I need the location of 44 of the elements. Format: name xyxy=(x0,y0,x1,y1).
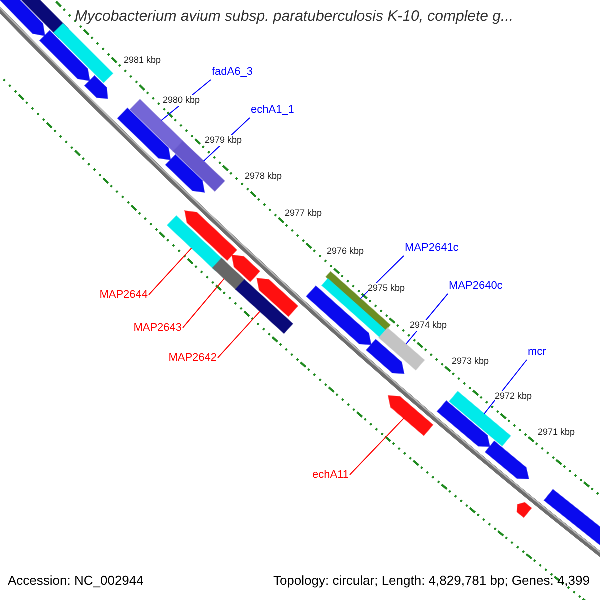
gene-label: echA1_1 xyxy=(251,104,294,117)
gene-segment xyxy=(366,339,405,374)
position-label: 2980 kbp xyxy=(163,95,200,106)
leader-line xyxy=(350,418,404,476)
accession-text: Accession: NC_002944 xyxy=(8,573,144,589)
gene-segment xyxy=(84,75,108,100)
gene-segment xyxy=(516,502,532,518)
gene-segment xyxy=(212,258,246,290)
leader-line xyxy=(148,248,192,296)
position-label: 2974 kbp xyxy=(410,320,448,331)
position-label: 2977 kbp xyxy=(285,208,322,219)
gene-segment xyxy=(39,30,91,82)
position-label: 2973 kbp xyxy=(452,356,490,367)
position-label: 2972 kbp xyxy=(495,391,532,402)
gene-label: echA11 xyxy=(312,469,349,482)
gene-segment xyxy=(484,440,530,480)
leader-line xyxy=(218,311,261,358)
gene-label: MAP2643 xyxy=(134,322,182,335)
gene-segment xyxy=(388,395,434,436)
gene-segment xyxy=(117,108,172,161)
gene-segment xyxy=(436,400,491,448)
position-label: 2981 kbp xyxy=(124,55,162,66)
gene-label: mcr xyxy=(528,346,546,359)
gene-segment xyxy=(53,23,114,84)
gene-label: MAP2642 xyxy=(168,352,217,365)
position-label: 2978 kbp xyxy=(245,171,282,182)
gene-segment xyxy=(256,278,299,318)
position-label: 2975 kbp xyxy=(368,283,406,294)
gene-segment xyxy=(0,0,46,37)
position-label: 2971 kbp xyxy=(538,427,576,438)
gene-label: MAP2644 xyxy=(100,289,148,302)
position-label: 2976 kbp xyxy=(327,246,364,257)
gene-segment xyxy=(165,154,206,193)
gene-label: MAP2641c xyxy=(405,242,459,255)
genome-info-text: Topology: circular; Length: 4,829,781 bp; Genes: 4,399 xyxy=(273,573,590,589)
gene-segment xyxy=(231,254,261,282)
gene-segment xyxy=(235,279,294,334)
gene-label: MAP2640c xyxy=(449,280,503,293)
gene-segment xyxy=(378,328,426,371)
position-label: 2979 kbp xyxy=(205,135,242,146)
gene-segment xyxy=(184,210,238,262)
gene-label: fadA6_3 xyxy=(212,66,253,79)
title: Mycobacterium avium subsp. paratuberculosis K-10, complete g... xyxy=(75,7,514,27)
gene-segment xyxy=(321,278,386,338)
